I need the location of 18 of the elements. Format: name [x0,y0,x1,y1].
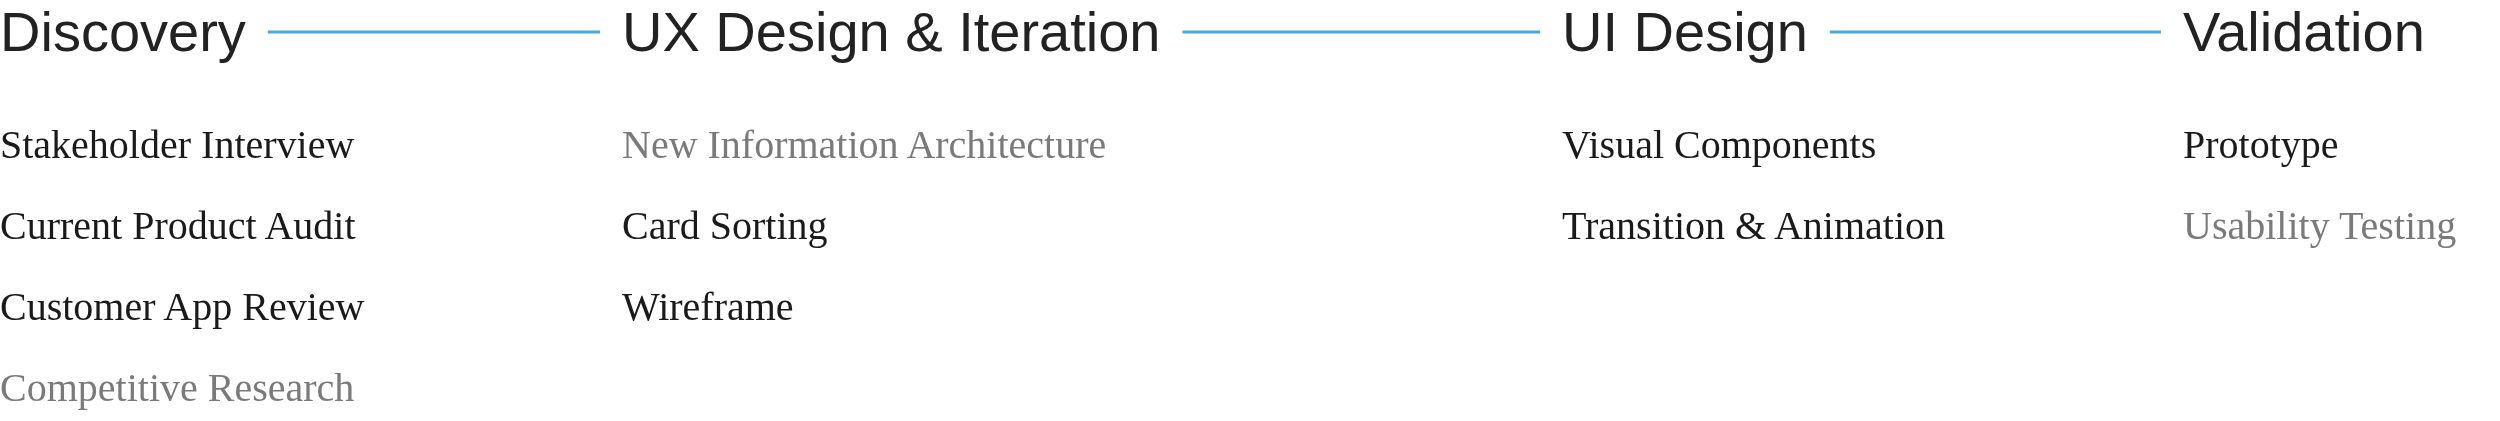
connector-line [1829,30,2161,34]
connector-line [1182,30,1540,34]
step-label: Competitive Research [0,364,355,412]
stage-heading: Validation [2161,2,2447,62]
step-label: Visual Components [1562,121,1877,169]
step-label: New Information Architecture [622,121,1107,169]
step-label: Current Product Audit [0,202,356,250]
step-label: Wireframe [622,283,794,331]
stage-heading: UX Design & Iteration [600,2,1183,62]
stage-heading: Discovery [0,2,268,62]
step-label: Transition & Animation [1562,202,1945,250]
step-label: Prototype [2183,121,2339,169]
step-label: Usability Testing [2183,202,2457,250]
step-label: Customer App Review [0,283,365,331]
step-label: Stakeholder Interview [0,121,355,169]
stage-heading: UI Design [1540,2,1830,62]
connector-line [267,30,600,34]
step-label: Card Sorting [622,202,828,250]
